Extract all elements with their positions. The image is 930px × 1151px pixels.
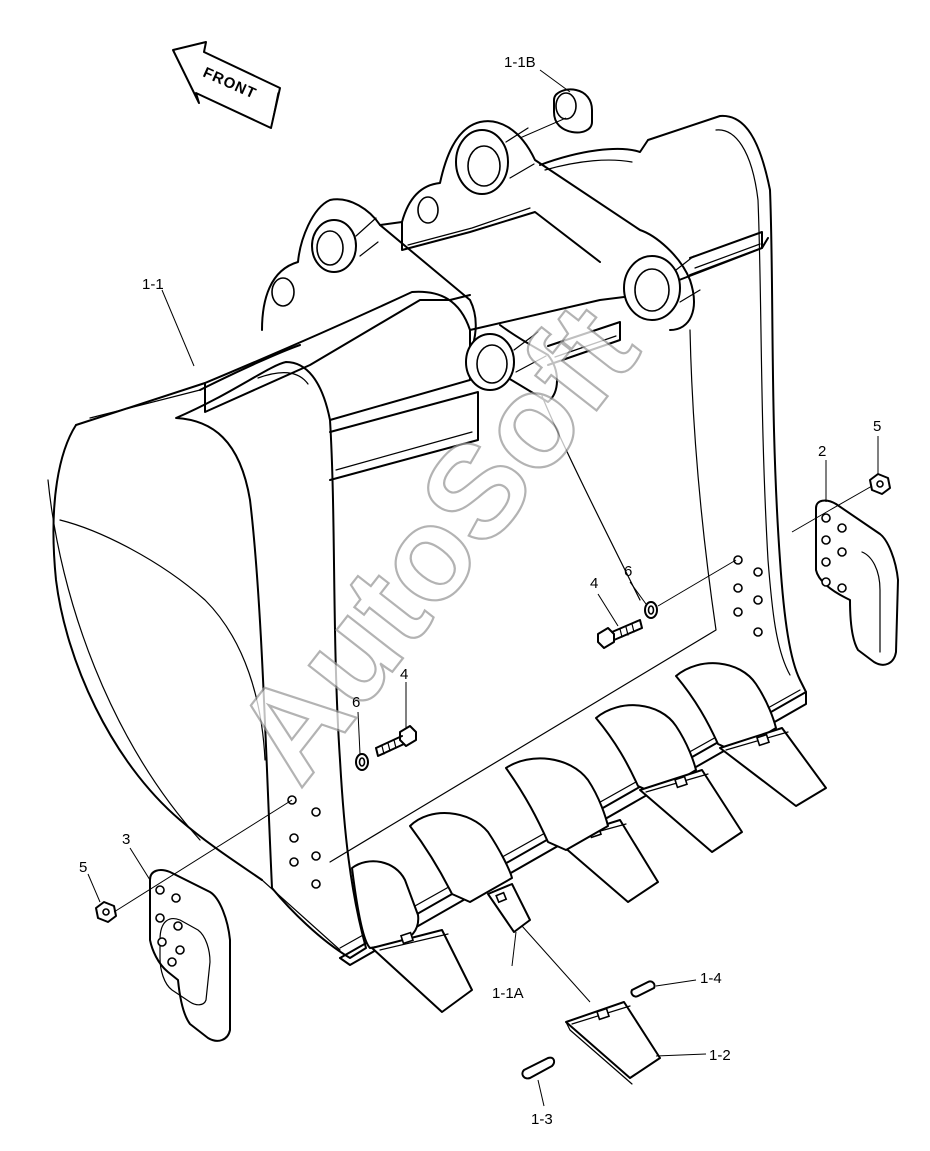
callout-1-1: 1-1 <box>142 276 164 293</box>
adapter-1-1a <box>487 883 531 933</box>
boss-right-front <box>623 255 701 321</box>
washer-6-left <box>355 753 369 771</box>
side-plate-bolt-holes <box>287 555 763 889</box>
callout-1-1a: 1-1A <box>492 985 524 1002</box>
callout-5-right: 5 <box>873 418 881 435</box>
tooth-point-1-2 <box>565 1001 661 1085</box>
boss-left-rear <box>311 217 379 273</box>
tooth-2 <box>409 812 659 903</box>
callout-6-left: 6 <box>352 694 360 711</box>
callout-1-3: 1-3 <box>531 1111 553 1128</box>
lock-pin-1-3 <box>521 1056 556 1080</box>
callout-1-2: 1-2 <box>709 1047 731 1064</box>
nut-5-right <box>869 473 891 495</box>
tooth-3 <box>505 757 609 851</box>
front-direction-arrow-icon: FRONT <box>172 41 281 129</box>
callout-6-right: 6 <box>624 563 632 580</box>
callout-2: 2 <box>818 443 826 460</box>
arm-link-boss-plates <box>261 88 701 403</box>
callout-5-left: 5 <box>79 859 87 876</box>
retaining-pin-1-4 <box>630 980 656 998</box>
tooth-5 <box>675 662 827 807</box>
tooth-1 <box>351 860 473 1013</box>
boss-left-front <box>465 331 547 391</box>
bolt-4-left <box>375 725 417 757</box>
callout-labels: 1-1 1-1B 2 5 3 5 4 6 4 6 1-1A 1-4 1-2 1-… <box>79 54 881 1128</box>
leader-lines <box>87 69 879 1107</box>
side-cutter-left-3 <box>149 869 231 1042</box>
side-cutter-right-2 <box>815 499 899 666</box>
bushing-1-1b <box>553 88 593 134</box>
callout-4-right: 4 <box>590 575 598 592</box>
callout-4-left: 4 <box>400 666 408 683</box>
bucket-teeth-row <box>351 662 827 1013</box>
tooth-4 <box>595 704 743 853</box>
callout-1-4: 1-4 <box>700 970 722 987</box>
washer-6-right <box>644 601 658 619</box>
callout-3: 3 <box>122 831 130 848</box>
boss-right-rear <box>455 127 535 195</box>
autosoft-watermark: AutoSoft <box>206 278 665 808</box>
callout-1-1b: 1-1B <box>504 54 536 71</box>
nut-5-left <box>95 901 117 923</box>
bolt-4-right <box>597 619 643 649</box>
